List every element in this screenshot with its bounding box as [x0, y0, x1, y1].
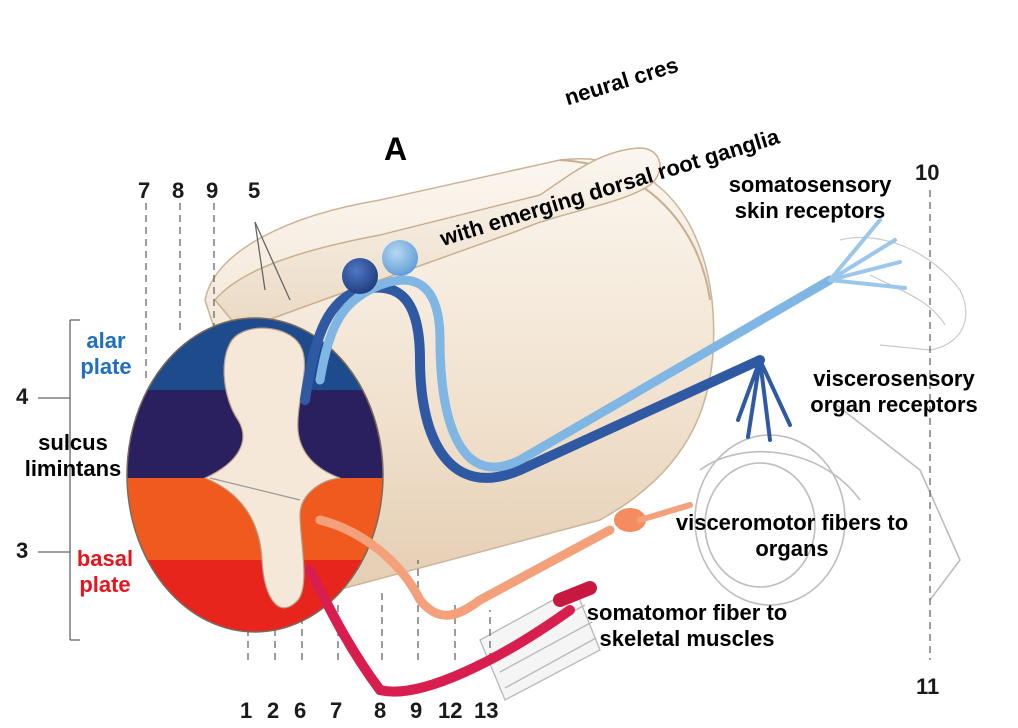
number-12: 12 — [438, 698, 462, 724]
number-9-top: 9 — [206, 178, 218, 204]
number-13: 13 — [474, 698, 498, 724]
somatosensory-label: somatosensory skin receptors — [702, 172, 918, 225]
number-10: 10 — [915, 160, 939, 186]
ganglion-light — [382, 240, 418, 276]
viscerosensory-label: viscerosensory organ receptors — [776, 366, 1012, 419]
viscerosensory-line-1: viscerosensory — [776, 366, 1012, 392]
visceromotor-label: visceromotor fibers to organs — [656, 510, 928, 563]
number-8-top: 8 — [172, 178, 184, 204]
number-7-top: 7 — [138, 178, 150, 204]
viscerosensory-line-2: organ receptors — [776, 392, 1012, 418]
somatosensory-line-1: somatosensory — [702, 172, 918, 198]
sulcus-limitans-line-2: limintans — [6, 456, 140, 482]
basal-plate-line-1: basal — [60, 546, 150, 572]
ganglion-dark — [342, 258, 378, 294]
basal-plate-line-2: plate — [60, 572, 150, 598]
number-4: 4 — [16, 384, 28, 410]
number-7-bottom: 7 — [330, 698, 342, 724]
alar-plate-line-2: plate — [66, 354, 146, 380]
number-3: 3 — [16, 538, 28, 564]
sulcus-limitans-line-1: sulcus — [6, 430, 140, 456]
number-5-top: 5 — [248, 178, 260, 204]
somatosensory-line-2: skin receptors — [702, 198, 918, 224]
number-2: 2 — [267, 698, 279, 724]
visceromotor-line-1: visceromotor fibers to — [656, 510, 928, 536]
number-11: 11 — [916, 674, 939, 700]
organ-sketch — [695, 400, 960, 605]
alar-plate-label: alar plate — [66, 328, 146, 381]
somatomotor-line-1: somatomor fiber to — [562, 600, 812, 626]
sulcus-limitans-label: sulcus limintans — [6, 430, 140, 483]
alar-plate-line-1: alar — [66, 328, 146, 354]
receptor-sketch — [840, 237, 966, 350]
number-1: 1 — [240, 698, 252, 724]
number-6: 6 — [294, 698, 306, 724]
figure-letter: A — [384, 130, 407, 168]
somatomotor-label: somatomor fiber to skeletal muscles — [562, 600, 812, 653]
number-9-bottom: 9 — [410, 698, 422, 724]
number-8-bottom: 8 — [374, 698, 386, 724]
visceromotor-line-2: organs — [656, 536, 928, 562]
basal-plate-label: basal plate — [60, 546, 150, 599]
somatomotor-line-2: skeletal muscles — [562, 626, 812, 652]
